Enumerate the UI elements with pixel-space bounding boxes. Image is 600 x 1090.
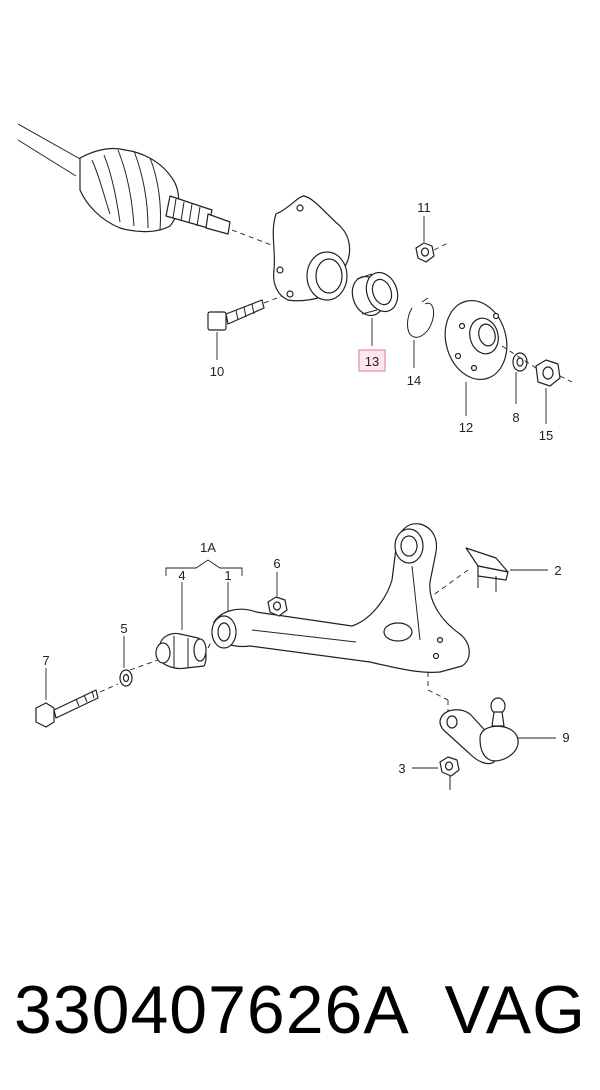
callout-7: 7 (42, 653, 49, 668)
bolt-7 (35, 668, 119, 728)
callout-15: 15 (539, 428, 553, 443)
callout-14: 14 (407, 373, 421, 388)
callout-1: 1 (224, 568, 231, 583)
callout-6: 6 (273, 556, 280, 571)
callout-1a: 1A (200, 540, 216, 555)
nut-6 (267, 572, 288, 617)
parts-diagram: 11 10 13 14 12 8 15 1A 4 1 6 2 5 7 9 3 (17, 123, 573, 790)
callout-5: 5 (120, 621, 127, 636)
bolt-10 (207, 295, 283, 360)
wheel-bearing-13 (351, 271, 399, 346)
washer-8 (512, 352, 528, 404)
callout-2: 2 (554, 563, 561, 578)
callout-10: 10 (210, 364, 224, 379)
callout-8: 8 (512, 410, 519, 425)
washer-5 (119, 636, 133, 687)
nut-3 (412, 756, 460, 790)
part-number: 330407626A (14, 972, 410, 1048)
footer: 330407626A VAG (0, 960, 600, 1070)
callout-11: 11 (417, 200, 431, 215)
group-bracket-1a (165, 559, 243, 576)
bushing-4 (129, 582, 213, 671)
wheel-bearing-housing (272, 195, 351, 302)
circlip-14 (407, 297, 435, 368)
wheel-hub-12 (444, 299, 508, 416)
drive-shaft (17, 123, 291, 253)
callout-13: 13 (365, 354, 379, 369)
nut-11 (415, 216, 451, 263)
brand-name: VAG (444, 972, 586, 1048)
callout-3: 3 (398, 761, 405, 776)
nut-15 (501, 345, 573, 424)
callout-9: 9 (562, 730, 569, 745)
callout-4: 4 (178, 568, 185, 583)
ball-joint-9 (427, 672, 556, 765)
control-arm-1 (211, 523, 470, 673)
callout-12: 12 (459, 420, 473, 435)
callout-13-highlight (358, 349, 386, 372)
bracket-2 (431, 547, 548, 597)
